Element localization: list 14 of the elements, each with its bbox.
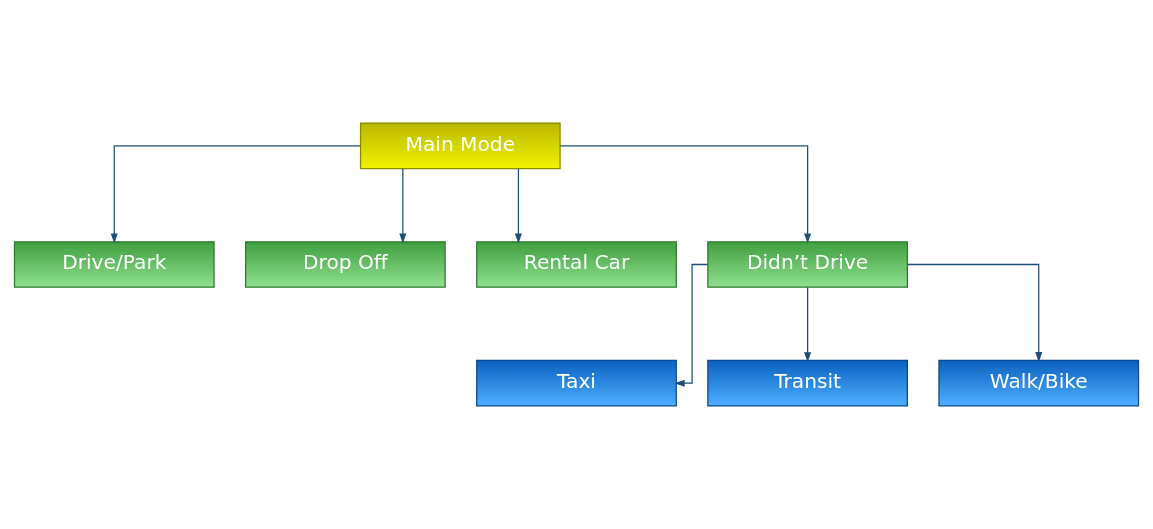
node-box: Rental Car (476, 241, 677, 288)
arrow (804, 286, 812, 363)
node-box: Drop Off (245, 241, 446, 288)
arrow (559, 145, 812, 244)
node-box: Main Mode (359, 122, 561, 170)
arrow (110, 145, 361, 244)
node-box: Drive/Park (13, 241, 215, 288)
arrow (907, 263, 1043, 363)
node-box: Transit (707, 359, 908, 407)
node-box: Didn’t Drive (707, 241, 908, 288)
node-box: Walk/Bike (938, 359, 1140, 407)
node-box: Taxi (476, 359, 677, 407)
arrow (514, 168, 522, 244)
arrow (399, 168, 407, 244)
